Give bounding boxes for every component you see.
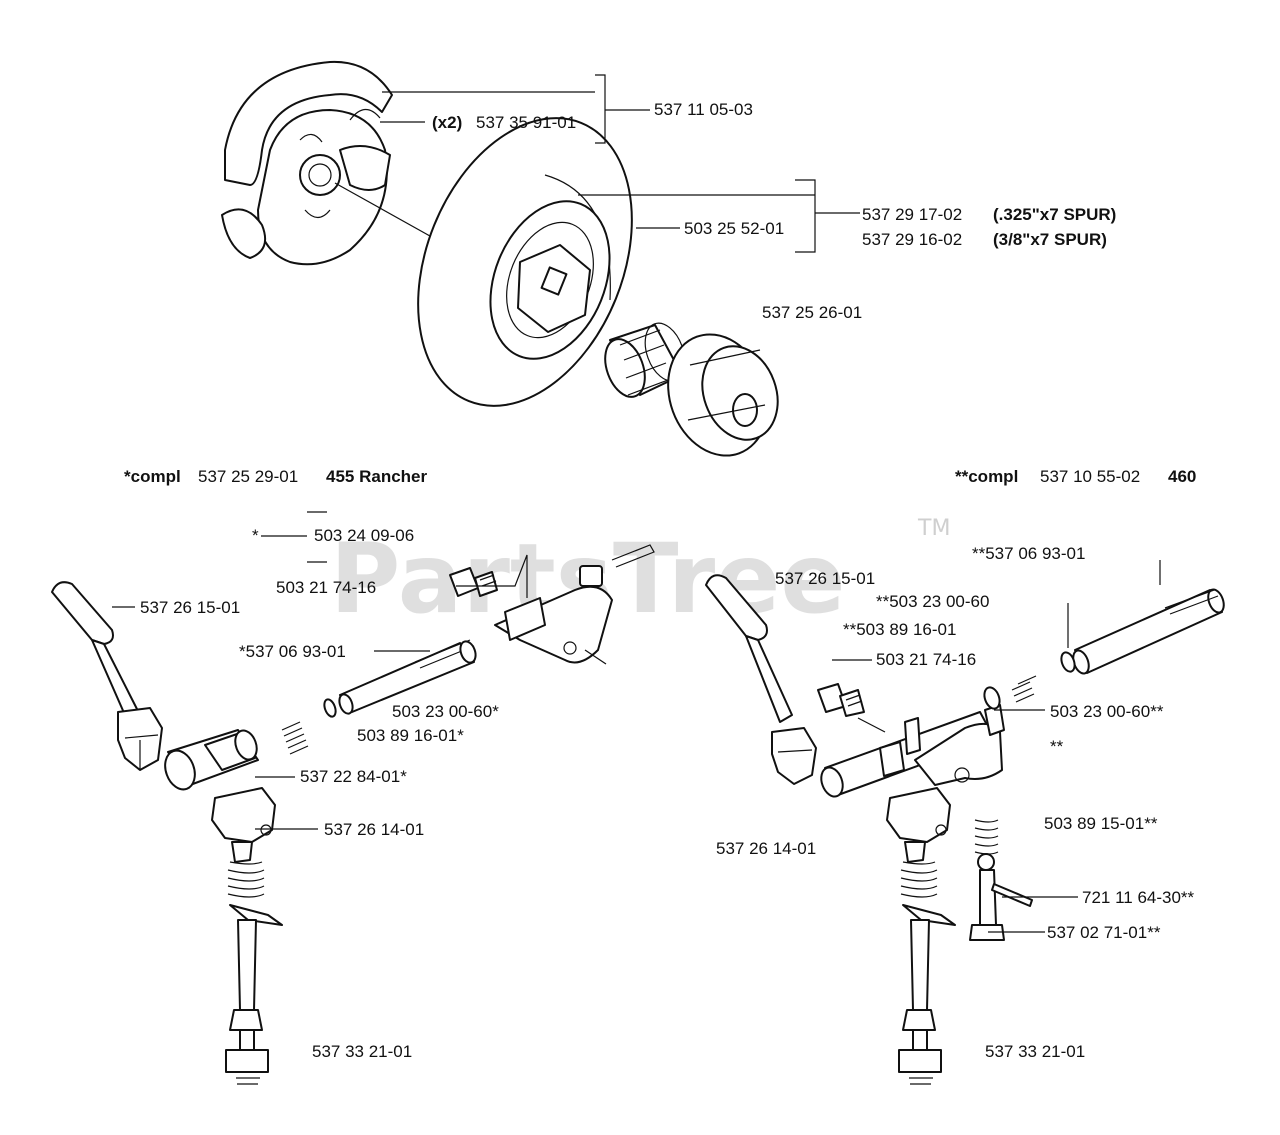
- bearing-label: 503 25 52-01: [684, 219, 784, 238]
- right-top-shaft-drawing: [1060, 588, 1225, 675]
- clutch-shoe-drawing: [221, 60, 393, 266]
- clutch-spring-label: 537 35 91-01: [476, 113, 576, 132]
- right-plunger-drawing: [969, 819, 1033, 941]
- right-cable-label: 537 33 21-01: [985, 1042, 1085, 1061]
- right-star-label: **: [1050, 737, 1064, 756]
- left-header-model: 455 Rancher: [326, 467, 427, 486]
- left-lever-label: 537 26 15-01: [140, 598, 240, 617]
- right-pin-label: 721 11 64-30**: [1082, 888, 1195, 907]
- drum-b-label: 537 29 16-02: [862, 230, 962, 249]
- clutch-drum-drawing: [417, 117, 633, 407]
- left-bolt-label: 503 21 74-16: [276, 578, 376, 597]
- left-carrier-drawing: [211, 787, 283, 1085]
- watermark-tm: TM: [917, 516, 950, 541]
- right-washer-a-label: **503 89 16-01: [843, 620, 956, 639]
- left-header-prefix: *compl: [124, 467, 181, 486]
- right-bracket-drawing: [914, 704, 1005, 786]
- left-shaft-drawing: [338, 639, 477, 715]
- left-cylinder-drawing: [164, 729, 259, 791]
- right-spring-a-label: **503 23 00-60: [876, 592, 989, 611]
- right-lever-drawing: [705, 574, 817, 785]
- right-bolt-drawing: [817, 683, 865, 717]
- right-main-shaft-drawing: [820, 711, 995, 798]
- left-washer-label: 503 89 16-01*: [357, 726, 464, 745]
- left-cylinder-label: 537 22 84-01*: [300, 767, 407, 786]
- right-bolt-label: 503 21 74-16: [876, 650, 976, 669]
- left-spring-drawing: [281, 698, 337, 755]
- right-carrier-drawing: [886, 787, 956, 1085]
- right-header-number: 537 10 55-02: [1040, 467, 1140, 486]
- drum-b-spec: (3/8"x7 SPUR): [993, 230, 1107, 249]
- right-washer-b-label: 503 89 15-01**: [1044, 814, 1158, 833]
- left-header-number: 537 25 29-01: [198, 467, 298, 486]
- left-bracket-drawing: [494, 544, 655, 664]
- needle-bearing-drawing: [604, 322, 686, 398]
- left-lever-drawing: [51, 581, 163, 771]
- right-spring-b-label: 503 23 00-60**: [1050, 702, 1164, 721]
- right-lever-label: 537 26 15-01: [775, 569, 875, 588]
- left-screw-star: *: [252, 526, 259, 545]
- right-header-model: 460: [1168, 467, 1196, 486]
- left-cable-label: 537 33 21-01: [312, 1042, 412, 1061]
- left-shaft-label: *537 06 93-01: [239, 642, 346, 661]
- right-shaft-label: **537 06 93-01: [972, 544, 1085, 563]
- right-header-prefix: **compl: [955, 467, 1018, 486]
- left-screw-label: 503 24 09-06: [314, 526, 414, 545]
- right-bracket-label: 537 26 14-01: [716, 839, 816, 858]
- clutch-assembly-label: 537 11 05-03: [654, 100, 753, 119]
- rim-sprocket-drawing: [667, 333, 779, 457]
- drum-a-label: 537 29 17-02: [862, 205, 962, 224]
- left-bolt-drawing: [449, 567, 498, 597]
- left-spring-label: 503 23 00-60*: [392, 702, 499, 721]
- right-spring-drawing: [983, 675, 1037, 710]
- rim-label: 537 25 26-01: [762, 303, 862, 322]
- drum-a-spec: (.325"x7 SPUR): [993, 205, 1116, 224]
- left-bracket-label: 537 26 14-01: [324, 820, 424, 839]
- right-plunger-label: 537 02 71-01**: [1047, 923, 1161, 942]
- clutch-spring-qty: (x2): [432, 113, 462, 132]
